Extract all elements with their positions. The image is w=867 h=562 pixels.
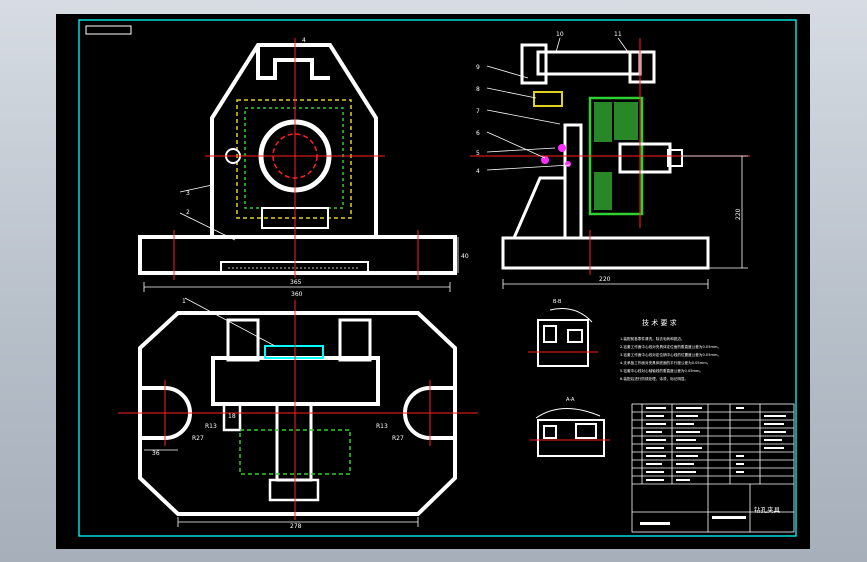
balloon-side-5: 5 (476, 150, 480, 157)
balloon-side-4: 4 (476, 168, 480, 175)
balloon-front-3: 3 (186, 190, 190, 197)
plan-dims (144, 297, 419, 527)
dim-hole-left: 18 (228, 413, 236, 420)
front-body-outline (210, 43, 378, 237)
front-body-square (236, 99, 352, 219)
side-marker-2 (558, 144, 566, 152)
parts-list (631, 403, 795, 533)
tech-req-line-2: 2.钻套工作面中心线对夹具体定位面的垂直度公差为0.05mm。 (620, 344, 721, 349)
side-hatch (594, 102, 638, 210)
side-marker-3 (565, 161, 571, 167)
section-b-view (528, 308, 598, 367)
label-section-b: B-B (553, 299, 562, 305)
side-nut (667, 149, 683, 167)
section-a-view (530, 407, 610, 457)
balloon-side-8: 8 (476, 86, 480, 93)
plan-hole-left (222, 402, 242, 432)
dim-r27-left: R27 (192, 435, 204, 442)
dim-r13-right: R13 (376, 423, 388, 430)
dim-front-height: 40 (461, 253, 469, 260)
side-right-block (628, 50, 656, 84)
side-dims (486, 37, 748, 289)
plan-nut (268, 478, 320, 502)
title-block-name: 钻孔夹具 (754, 505, 781, 514)
dim-side-height: 220 (735, 208, 742, 220)
front-view (138, 43, 457, 275)
tech-req-line-4: 4.支承板工作面对夹具体底面的平行度公差为0.05mm。 (620, 360, 710, 365)
front-base (138, 235, 457, 275)
side-rib (512, 176, 567, 239)
plan-bushing-plate (264, 345, 324, 359)
side-marker-1 (541, 156, 549, 164)
side-top-arm (536, 50, 642, 76)
plan-body-outline (138, 311, 457, 516)
balloon-front-1: 1 (182, 298, 186, 305)
dim-front-outer: 360 (291, 291, 303, 298)
dim-side-width: 220 (599, 276, 611, 283)
tech-req-line-3: 3.钻套工作面中心线对定位销中心线的位置度公差为0.05mm。 (620, 352, 721, 357)
side-shaft (618, 142, 672, 174)
balloon-side-11: 11 (614, 31, 622, 38)
balloon-side-9: 9 (476, 64, 480, 71)
plan-centerlines (118, 300, 478, 520)
dim-r13-left: R13 (205, 423, 217, 430)
balloon-side-10: 10 (556, 31, 564, 38)
title-block-note (640, 522, 670, 525)
parts-list-entries (646, 407, 786, 481)
dim-plan-width: 278 (290, 523, 302, 530)
balloon-front-2: 2 (186, 209, 190, 216)
side-base (501, 236, 710, 270)
side-screw (533, 91, 563, 107)
side-column (563, 123, 583, 240)
front-dims (143, 184, 459, 292)
tech-req-heading: 技 术 要 求 (642, 318, 677, 327)
plan-post-left (226, 318, 260, 362)
frame-corner-box (85, 25, 132, 35)
dim-r27-right: R27 (392, 435, 404, 442)
side-top-block (520, 43, 548, 85)
front-centerlines (173, 38, 419, 280)
label-section-a: A-A (566, 397, 575, 403)
tech-req-line-1: 1.装配前各零件清洗，除去毛刺和锐边。 (620, 336, 685, 341)
tech-req-line-6: 6.装配后进行防锈处理，涂漆，标记明显。 (620, 376, 688, 381)
plan-post-right (338, 318, 372, 362)
plan-shaft (275, 402, 313, 482)
drawing-frame (78, 19, 797, 537)
tech-req-line-5: 5.钻套中心线对心轴轴线的垂直度公差为0.05mm。 (620, 368, 703, 373)
balloon-side-7: 7 (476, 108, 480, 115)
balloon-side-6: 6 (476, 130, 480, 137)
dim-front-inner: 365 (290, 279, 302, 286)
front-top-clamp (256, 45, 330, 80)
balloon-front-4: 4 (302, 37, 306, 44)
title-block-scale (712, 516, 746, 519)
dim-plan-left: 36 (152, 450, 160, 457)
